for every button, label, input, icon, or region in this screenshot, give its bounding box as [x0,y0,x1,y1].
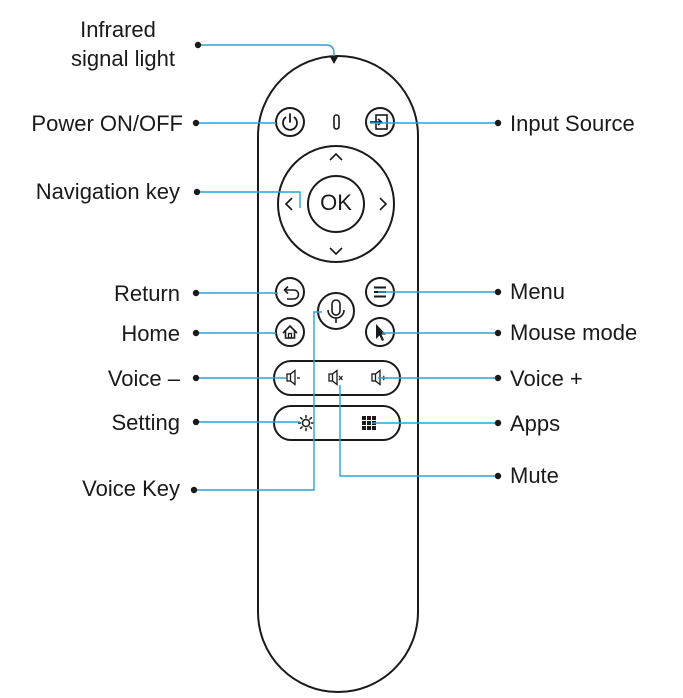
return-button[interactable] [275,277,305,307]
label-apps: Apps [510,411,560,436]
input-source-icon [370,114,388,130]
leader-dots [190,41,502,494]
leader-infrared [198,44,335,58]
leader-mute [339,385,498,477]
cursor-icon [376,324,386,341]
infrared-window [333,114,340,130]
label-home: Home [121,321,180,346]
input-source-button[interactable] [365,107,395,137]
microphone-icon [327,299,345,323]
label-mouse-mode: Mouse mode [510,320,637,345]
speaker-minus-icon [286,369,300,386]
infrared-arrowhead [329,56,339,64]
label-voice-minus: Voice – [108,366,181,391]
setting-button[interactable] [297,414,315,432]
voice-key-button[interactable] [317,292,355,330]
home-icon [282,324,298,339]
leader-lines [194,44,498,491]
chevron-up-icon[interactable] [329,152,343,161]
voice-minus-button[interactable] [286,369,300,386]
label-navigation: Navigation key [36,179,180,204]
chevron-left-icon[interactable] [284,197,293,211]
power-icon [282,113,298,131]
label-infrared-line2: signal light [71,46,175,71]
label-setting: Setting [112,410,181,435]
label-voice-plus: Voice + [510,366,583,391]
label-return: Return [114,281,180,306]
mute-button[interactable] [328,369,343,386]
chevron-right-icon[interactable] [379,197,388,211]
leader-voice-key [194,311,322,491]
label-infrared-line1: Infrared [80,17,156,42]
label-menu: Menu [510,279,565,304]
leader-navigation [197,191,301,208]
chevron-down-icon[interactable] [329,247,343,256]
power-button[interactable] [275,107,305,137]
return-arrow-icon [283,285,300,300]
label-voice-key: Voice Key [82,476,180,501]
ok-button[interactable]: OK [307,175,365,233]
label-power: Power ON/OFF [31,111,183,136]
gear-icon [297,414,315,432]
home-button[interactable] [275,317,305,347]
mouse-mode-button[interactable] [365,317,395,347]
label-mute: Mute [510,463,559,488]
label-input-source: Input Source [510,111,635,136]
ok-label: OK [320,190,352,215]
speaker-mute-icon [328,369,343,386]
